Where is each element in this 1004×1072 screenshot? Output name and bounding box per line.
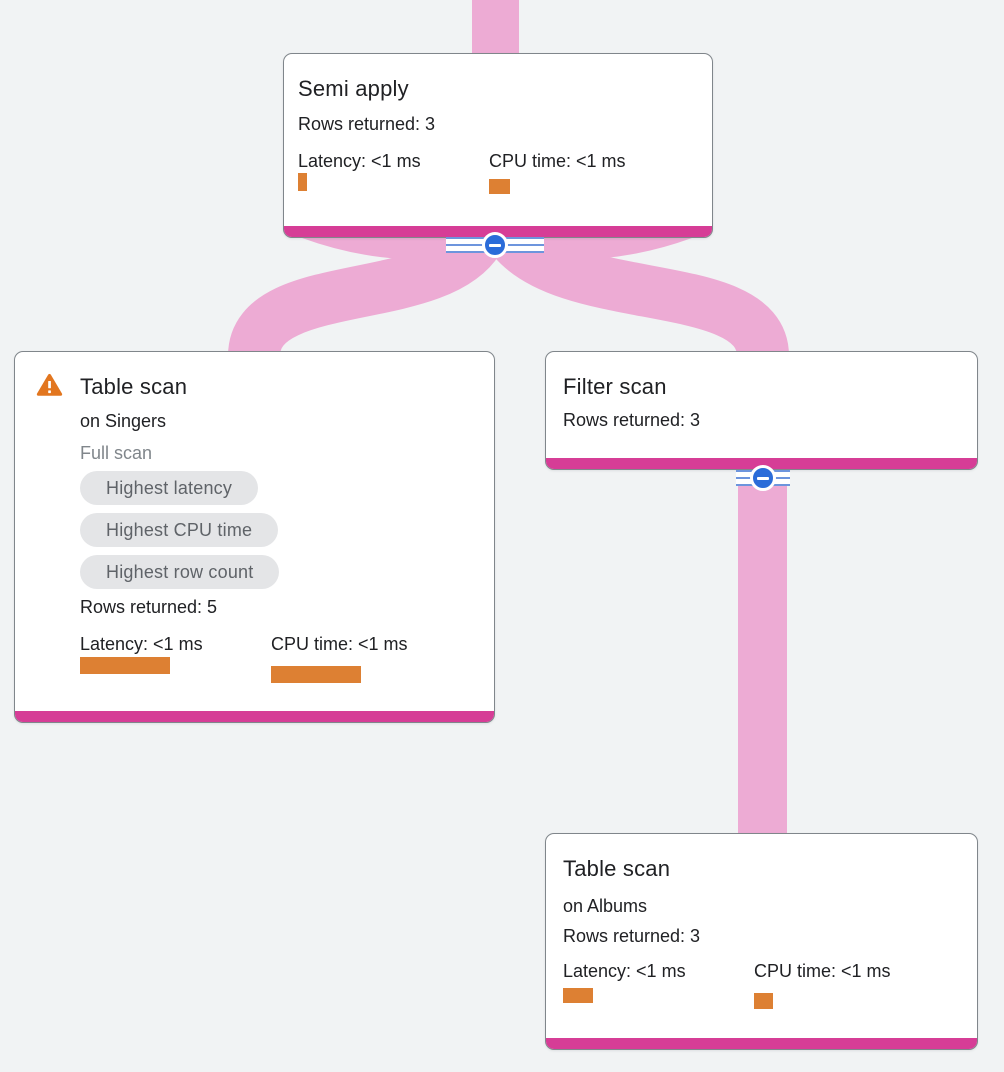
rows-returned: Rows returned: 3 bbox=[563, 926, 701, 946]
latency-label: Latency: <1 ms bbox=[80, 634, 203, 654]
collapse-circle[interactable] bbox=[750, 465, 776, 491]
latency-label: Latency: <1 ms bbox=[298, 151, 421, 171]
node-title: Table scan bbox=[80, 374, 188, 399]
latency-bar bbox=[80, 657, 170, 674]
node-title: Filter scan bbox=[563, 374, 667, 399]
rows-returned: Rows returned: 5 bbox=[80, 597, 218, 617]
collapse-button-semi-apply[interactable] bbox=[446, 232, 544, 258]
node-filter-scan[interactable]: Filter scan Rows returned: 3 bbox=[545, 351, 978, 470]
cpu-time-bar bbox=[271, 666, 361, 683]
node-subtitle: on Albums bbox=[563, 896, 648, 916]
edge-semi-apply-to-table-scan-singers bbox=[228, 224, 501, 360]
latency-bar bbox=[298, 173, 307, 191]
cpu-time-bar bbox=[754, 993, 773, 1009]
node-accent-bar bbox=[546, 458, 977, 469]
rows-returned: Rows returned: 3 bbox=[563, 410, 701, 430]
latency-label: Latency: <1 ms bbox=[563, 961, 686, 981]
latency-bar bbox=[563, 988, 593, 1003]
scan-type: Full scan bbox=[80, 443, 153, 463]
edge-parent-to-semi-apply bbox=[472, 0, 519, 56]
collapse-button-filter-scan[interactable] bbox=[736, 465, 790, 491]
edge-semi-apply-to-filter-scan bbox=[494, 221, 789, 360]
node-title: Table scan bbox=[563, 856, 671, 881]
node-semi-apply[interactable]: Semi apply Rows returned: 3 Latency: <1 … bbox=[283, 53, 713, 238]
cpu-time-bar bbox=[489, 179, 510, 194]
node-subtitle: on Singers bbox=[80, 411, 167, 431]
chip-highest-cpu-time: Highest CPU time bbox=[80, 513, 279, 547]
node-accent-bar bbox=[15, 711, 494, 722]
cpu-time-label: CPU time: <1 ms bbox=[754, 961, 891, 981]
node-title: Semi apply bbox=[298, 76, 409, 101]
cpu-time-label: CPU time: <1 ms bbox=[271, 634, 408, 654]
warning-icon bbox=[36, 373, 63, 396]
node-table-scan-singers[interactable]: Table scan on Singers Full scan Highest … bbox=[14, 351, 495, 723]
node-accent-bar bbox=[284, 226, 712, 237]
chip-highest-row-count: Highest row count bbox=[80, 555, 280, 589]
collapse-minus-icon bbox=[757, 476, 769, 480]
node-accent-bar bbox=[546, 1038, 977, 1049]
chip-highest-latency: Highest latency bbox=[80, 471, 259, 505]
badge-chips: Highest latency Highest CPU time Highest… bbox=[80, 471, 478, 597]
node-table-scan-albums[interactable]: Table scan on Albums Rows returned: 3 La… bbox=[545, 833, 978, 1050]
edge-filter-scan-to-table-scan-albums bbox=[738, 466, 787, 836]
collapse-minus-icon bbox=[489, 243, 501, 247]
cpu-time-label: CPU time: <1 ms bbox=[489, 151, 626, 171]
collapse-circle[interactable] bbox=[482, 232, 508, 258]
rows-returned: Rows returned: 3 bbox=[298, 114, 436, 134]
